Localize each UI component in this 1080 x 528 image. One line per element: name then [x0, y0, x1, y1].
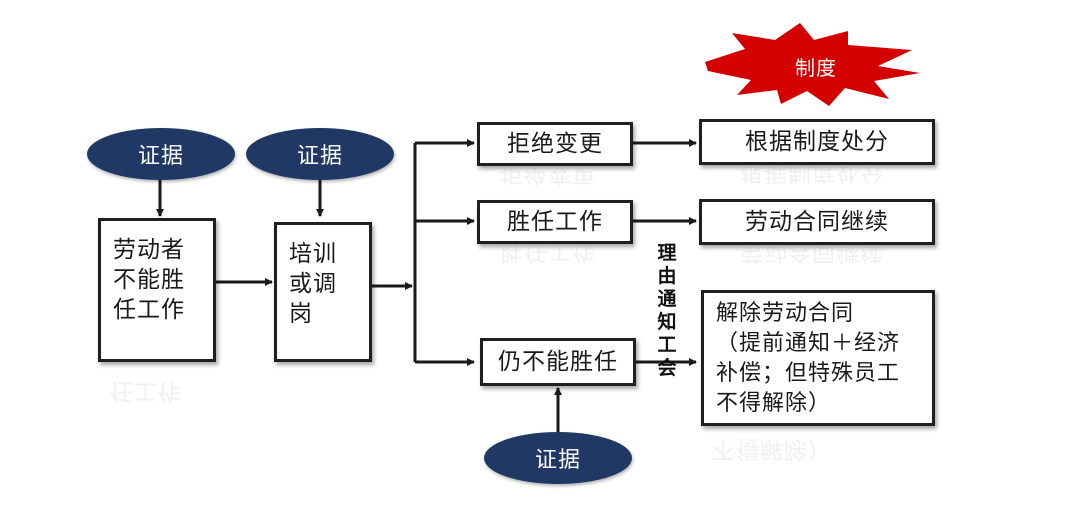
contract-continue-reflection: 劳动合同继续	[740, 247, 884, 265]
still-incompetent-box: 仍不能胜任	[480, 338, 636, 386]
training-box: 培训 或调 岗	[274, 222, 372, 362]
competent-box: 胜任工作	[477, 200, 633, 244]
terminate-reflection: 不得解除）	[712, 436, 832, 462]
rules-burst-label: 制度	[795, 56, 837, 80]
evidence-oval-3: 证据	[484, 432, 632, 484]
notify-union-label: 理 由 通 知 工 会	[657, 242, 677, 379]
punish-by-rules-label: 根据制度处分	[745, 129, 889, 155]
evidence-label: 证据	[534, 448, 581, 473]
terminate-box: 解除劳动合同 （提前通知＋经济 补偿；但特殊员工 不得解除）	[701, 290, 935, 426]
refuse-change-box: 拒绝变更	[477, 122, 633, 166]
punish-by-rules-reflection: 根据制度处分	[740, 167, 884, 185]
evidence-label: 证据	[296, 144, 343, 169]
competent-reflection: 胜任工作	[500, 246, 596, 264]
punish-by-rules-box: 根据制度处分	[699, 119, 935, 165]
training-label: 培训 或调 岗	[289, 241, 337, 327]
evidence-oval-2: 证据	[246, 128, 394, 180]
evidence-label: 证据	[137, 144, 184, 169]
refuse-change-reflection: 拒绝变更	[500, 168, 596, 186]
refuse-change-label: 拒绝变更	[507, 131, 603, 157]
rules-burst-shape	[705, 23, 920, 106]
terminate-label: 解除劳动合同 （提前通知＋经济 补偿；但特殊员工 不得解除）	[716, 301, 901, 416]
evidence-oval-1: 证据	[87, 128, 235, 180]
contract-continue-label: 劳动合同继续	[745, 209, 889, 235]
incompetent-label: 劳动者 不能胜 任工作	[113, 237, 185, 323]
competent-label: 胜任工作	[507, 209, 603, 235]
incompetent-reflection: 任工作	[110, 378, 182, 404]
still-incompetent-label: 仍不能胜任	[498, 349, 618, 375]
incompetent-box: 劳动者 不能胜 任工作	[98, 218, 216, 362]
contract-continue-box: 劳动合同继续	[699, 199, 935, 245]
